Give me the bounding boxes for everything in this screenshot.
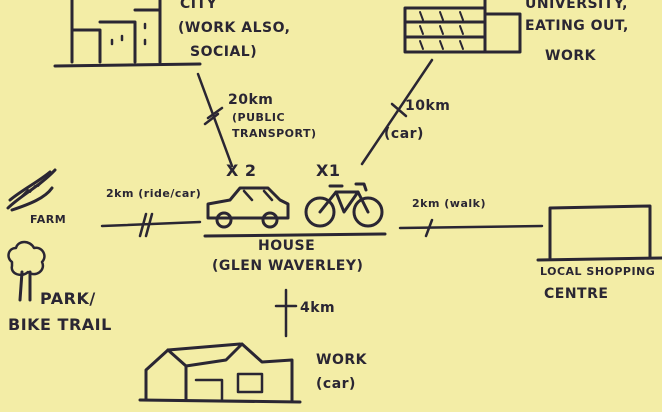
park-label-line2: BIKE TRAIL — [8, 316, 112, 334]
shopping-label-line2: CENTRE — [544, 286, 608, 302]
work-label-line1: WORK — [316, 352, 367, 368]
edge-city-mode1: (PUBLIC — [232, 112, 285, 125]
edge-work-label: 4km — [300, 300, 335, 316]
house-label-line1: HOUSE — [258, 238, 315, 254]
car-icon — [208, 188, 288, 227]
university-label-line1: UNIVERSITY, — [525, 0, 628, 12]
edge-city-distance: 20km — [228, 92, 273, 108]
edge-house-farm — [102, 214, 200, 236]
farm-icon — [8, 170, 55, 210]
bike-count: X1 — [316, 162, 340, 180]
edge-university-distance: 10km — [405, 98, 450, 114]
edge-farm-label: 2km (ride/car) — [106, 188, 201, 201]
city-label-line2: (WORK ALSO, — [178, 20, 291, 36]
work-building-icon — [140, 344, 300, 402]
park-label-line1: PARK/ — [40, 290, 96, 308]
city-label-line1: CITY — [180, 0, 217, 12]
shopping-centre-icon — [538, 206, 662, 260]
work-label-line2: (car) — [316, 376, 356, 392]
house-label-line2: (GLEN WAVERLEY) — [212, 258, 363, 274]
edge-university-mode: (car) — [384, 126, 424, 142]
edge-house-city — [198, 74, 232, 166]
bicycle-icon — [306, 184, 382, 226]
farm-label: FARM — [30, 214, 66, 227]
city-label-line3: SOCIAL) — [190, 44, 257, 60]
shopping-label-line1: LOCAL SHOPPING — [540, 266, 655, 279]
edge-house-shopping — [400, 220, 542, 236]
car-count: X 2 — [226, 162, 257, 180]
university-label-line3: WORK — [545, 48, 596, 64]
house-baseline — [205, 234, 385, 236]
edge-house-work — [276, 290, 296, 336]
university-label-line2: EATING OUT, — [525, 18, 629, 34]
edge-shopping-label: 2km (walk) — [412, 198, 486, 211]
edge-city-mode2: TRANSPORT) — [232, 128, 317, 141]
university-building-icon — [405, 0, 520, 52]
